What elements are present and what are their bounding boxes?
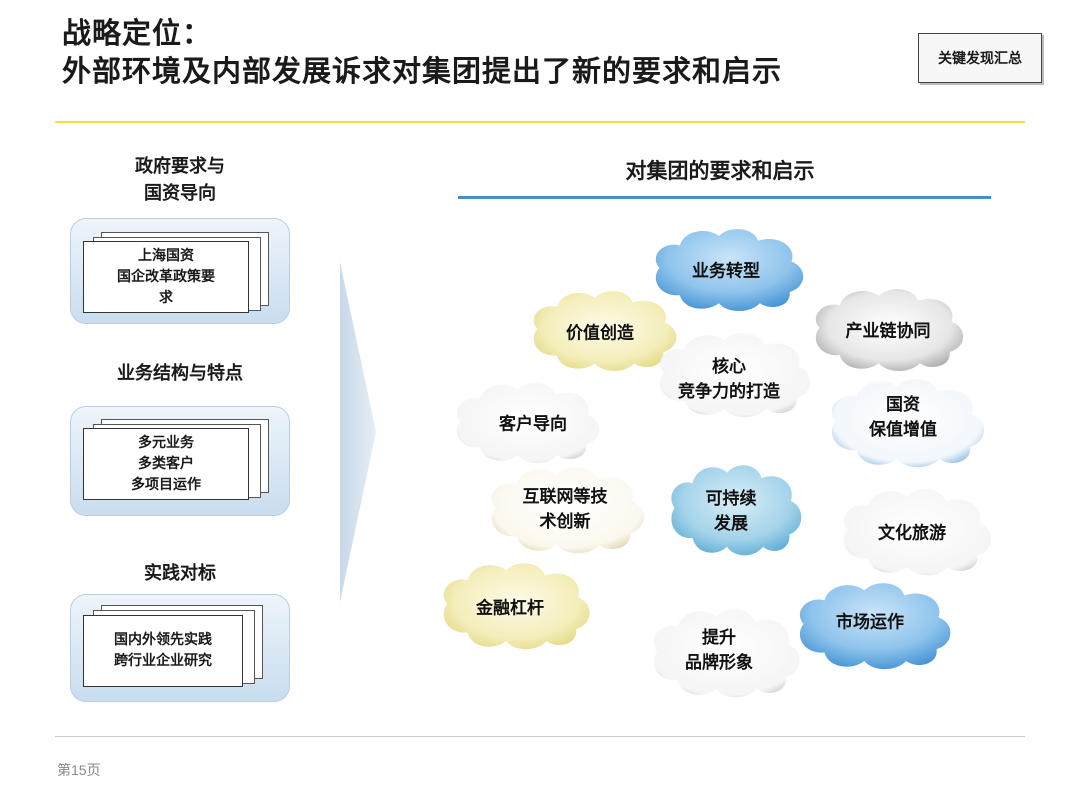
section-label-business: 业务结构与特点 <box>70 360 290 387</box>
footer-divider <box>55 736 1025 737</box>
doc-sheet-front: 多元业务 多类客户 多项目运作 <box>83 428 249 500</box>
doc-line: 多元业务 <box>138 434 194 451</box>
cloud-label-line: 文化旅游 <box>878 523 946 544</box>
cloud-label: 可持续 发展 <box>706 487 757 537</box>
title-line-2: 外部环境及内部发展诉求对集团提出了新的要求和启示 <box>62 54 783 88</box>
requirements-divider <box>458 196 991 199</box>
requirements-title: 对集团的要求和启示 <box>625 158 815 183</box>
cloud-label-line: 发展 <box>714 514 748 534</box>
section-label-government: 政府要求与 国资导向 <box>70 153 290 207</box>
cloud-label-line: 品牌形象 <box>685 653 753 673</box>
chevron-arrow-icon <box>340 262 376 602</box>
section-label-line: 政府要求与 <box>135 156 225 177</box>
cloud-label-line: 业务转型 <box>692 261 760 282</box>
page-number: 第15页 <box>57 762 101 778</box>
cloud-label: 核心 竞争力的打造 <box>678 355 780 405</box>
cloud-label-line: 价值创造 <box>566 323 634 344</box>
cloud-label-line: 金融杠杆 <box>476 598 544 619</box>
cloud-label: 金融杠杆 <box>476 597 544 622</box>
doc-panel-benchmark: 国内外领先实践 跨行业企业研究 <box>70 594 290 702</box>
doc-line: 国内外领先实践 <box>114 632 212 648</box>
section-label-line: 业务结构与特点 <box>117 363 243 384</box>
doc-line: 国企改革政策要 <box>117 268 215 285</box>
cloud-label-line: 客户导向 <box>499 414 567 435</box>
cloud-label-line: 国资 <box>886 395 920 415</box>
doc-line: 求 <box>159 289 173 306</box>
section-label-line: 实践对标 <box>144 563 216 584</box>
cloud-label-line: 互联网等技 <box>522 487 608 507</box>
page-title: 战略定位： 外部环境及内部发展诉求对集团提出了新的要求和启示 <box>62 14 782 90</box>
doc-panel-business: 多元业务 多类客户 多项目运作 <box>70 406 290 516</box>
doc-line: 多类客户 <box>138 455 194 472</box>
cloud-label: 产业链协同 <box>846 320 931 345</box>
doc-sheet-front: 国内外领先实践 跨行业企业研究 <box>83 615 243 687</box>
title-line-1: 战略定位： <box>62 16 213 50</box>
cloud-label: 市场运作 <box>836 611 904 636</box>
doc-line: 多项目运作 <box>131 476 201 493</box>
cloud-label-line: 术创新 <box>539 512 591 532</box>
cloud-label: 提升 品牌形象 <box>685 626 753 676</box>
cloud-label: 互联网等技 术创新 <box>523 485 608 535</box>
doc-line: 上海国资 <box>138 247 194 264</box>
cloud-label: 业务转型 <box>692 260 760 285</box>
cloud-label-line: 可持续 <box>705 489 757 509</box>
doc-sheet-front: 上海国资 国企改革政策要 求 <box>83 241 249 313</box>
cloud-label-line: 竞争力的打造 <box>678 382 780 402</box>
cloud-label-line: 产业链协同 <box>845 321 931 342</box>
doc-line: 跨行业企业研究 <box>114 653 212 669</box>
doc-panel-government: 上海国资 国企改革政策要 求 <box>70 218 290 324</box>
section-label-line: 国资导向 <box>144 183 216 204</box>
cloud-label: 文化旅游 <box>878 522 946 547</box>
key-findings-button[interactable]: 关键发现汇总 <box>918 33 1042 83</box>
cloud-label: 价值创造 <box>566 322 634 347</box>
cloud-label-line: 提升 <box>702 628 736 648</box>
cloud-label-line: 市场运作 <box>836 612 904 633</box>
cloud-label-line: 核心 <box>712 357 746 377</box>
cloud-label: 客户导向 <box>499 413 567 438</box>
section-label-benchmark: 实践对标 <box>70 560 290 587</box>
header-divider <box>55 121 1025 123</box>
cloud-label-line: 保值增值 <box>869 420 937 440</box>
cloud-label: 国资 保值增值 <box>869 393 937 443</box>
